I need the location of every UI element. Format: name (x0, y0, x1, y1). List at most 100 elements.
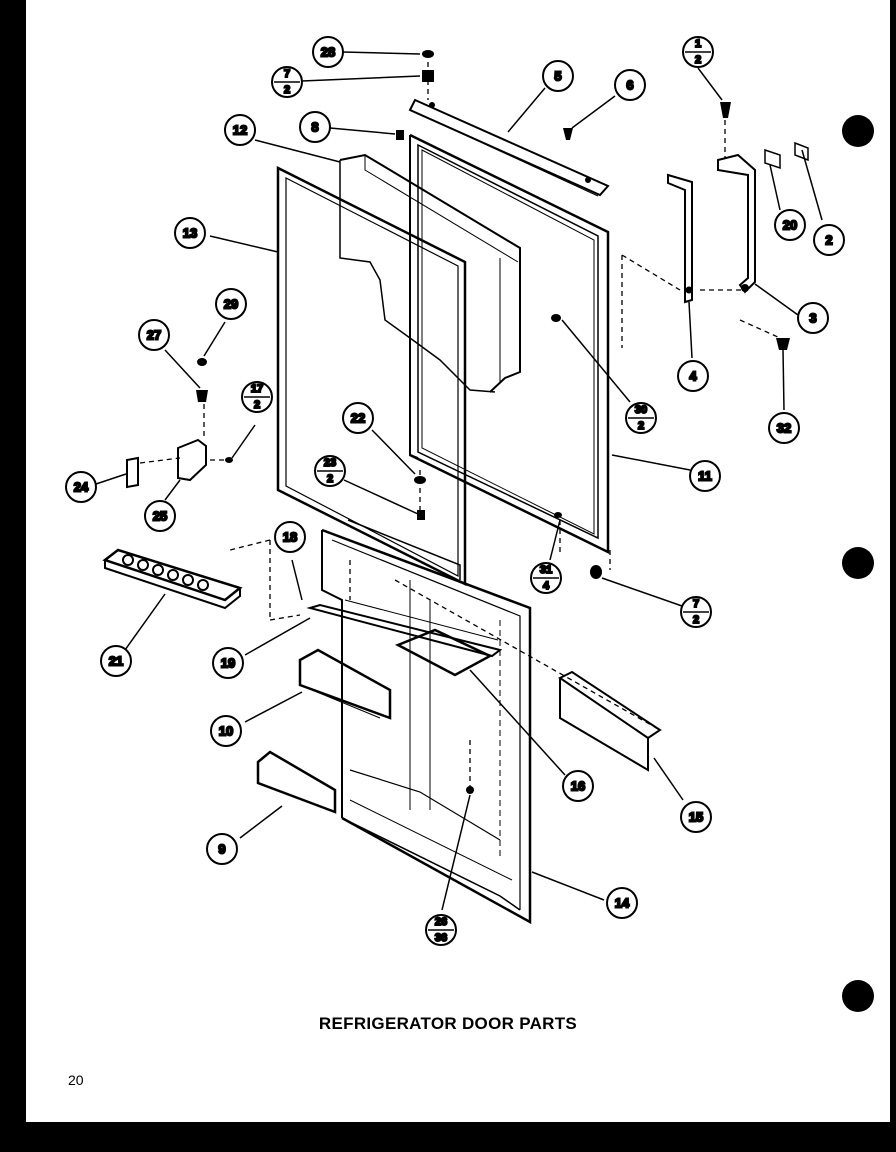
callout-label: 8 (311, 120, 318, 135)
callout-label: 5 (554, 69, 561, 84)
callout-6: 6 (614, 69, 646, 101)
callout-label: 9 (218, 842, 225, 857)
callout-label: 2 (638, 420, 644, 432)
diagram-caption: REFRIGERATOR DOOR PARTS (318, 1014, 578, 1033)
callout-label: 32 (777, 421, 791, 436)
callout-label: 25 (153, 509, 167, 524)
callout-label: 4 (689, 369, 697, 384)
callout-label: 18 (283, 530, 297, 545)
callout-26-36: 26 36 (425, 914, 457, 946)
callout-7-2-bottom: 7 2 (680, 596, 712, 628)
binder-hole (842, 115, 874, 147)
callout-23-2: 23 2 (314, 455, 346, 487)
callout-label: 4 (543, 580, 550, 592)
lower-door-liner (321, 519, 532, 925)
callout-label: 1 (695, 38, 701, 50)
door-bin-small (256, 750, 337, 814)
callout-label: 12 (233, 123, 247, 138)
callout-20: 20 (774, 209, 806, 241)
callout-label: 29 (224, 297, 238, 312)
callout-label: 23 (324, 457, 336, 469)
callout-label: 36 (435, 932, 447, 944)
shelf-insert (395, 628, 493, 677)
callout-label: 2 (825, 233, 832, 248)
callout-label: 22 (351, 411, 365, 426)
callout-label: 3 (809, 311, 816, 326)
callout-4: 4 (677, 360, 709, 392)
shim (794, 141, 809, 162)
binder-hole (842, 980, 874, 1012)
callout-2: 2 (813, 224, 845, 256)
callout-28: 28 (312, 36, 344, 68)
callout-label: 15 (689, 810, 703, 825)
callout-10: 10 (210, 715, 242, 747)
callout-label: 2 (693, 614, 699, 626)
assembly-guide-lines (139, 62, 781, 790)
callout-label: 10 (219, 724, 233, 739)
hinge-block (177, 438, 207, 482)
retainer-bar (306, 603, 503, 658)
hinge-bracket (667, 173, 693, 304)
egg-tray (102, 548, 243, 610)
callout-27: 27 (138, 319, 170, 351)
callout-21: 21 (100, 645, 132, 677)
callout-label: 27 (147, 328, 161, 343)
callout-label: 2 (254, 399, 260, 411)
callout-15: 15 (680, 801, 712, 833)
callout-3: 3 (797, 302, 829, 334)
callout-label: 11 (698, 469, 712, 484)
callout-label: 7 (284, 68, 290, 80)
callout-label: 26 (435, 916, 447, 928)
callout-31-4: 31 4 (530, 562, 562, 594)
callout-label: 28 (321, 45, 335, 60)
callout-label: 2 (284, 84, 290, 96)
callout-7-2-top: 7 2 (271, 66, 303, 98)
callout-22: 22 (342, 402, 374, 434)
callout-13: 13 (174, 217, 206, 249)
door-outer-panel (276, 165, 467, 587)
callout-label: 14 (615, 896, 630, 911)
callout-18: 18 (274, 521, 306, 553)
callout-label: 6 (626, 78, 633, 93)
callout-24: 24 (65, 471, 97, 503)
hinge-shim (126, 456, 139, 489)
callout-32: 32 (768, 412, 800, 444)
insulation-block (339, 153, 521, 393)
callout-5: 5 (542, 60, 574, 92)
callout-19: 19 (212, 647, 244, 679)
callout-label: 13 (183, 226, 197, 241)
callout-1-2: 1 2 (682, 36, 714, 68)
page-number: 20 (68, 1072, 84, 1088)
callout-11: 11 (689, 460, 721, 492)
callout-label: 30 (635, 404, 647, 416)
trim-channel (558, 670, 662, 772)
door-bin (298, 648, 392, 720)
shim (764, 148, 781, 170)
callout-30-2: 30 2 (625, 402, 657, 434)
callout-label: 17 (251, 383, 263, 395)
fasteners (196, 50, 790, 794)
callout-label: 31 (540, 564, 552, 576)
callout-25: 25 (144, 500, 176, 532)
callout-16: 16 (562, 770, 594, 802)
binder-hole (842, 547, 874, 579)
callout-label: 2 (695, 54, 701, 66)
leader-lines (95, 51, 823, 911)
callout-label: 20 (783, 218, 797, 233)
callout-14: 14 (606, 887, 638, 919)
callout-9: 9 (206, 833, 238, 865)
callout-8: 8 (299, 111, 331, 143)
callout-29: 29 (215, 288, 247, 320)
callout-17-2: 17 2 (241, 381, 273, 413)
hinge-plate (717, 153, 756, 294)
callout-label: 24 (74, 480, 89, 495)
callout-label: 19 (221, 656, 235, 671)
door-inner-liner (409, 133, 610, 555)
callout-label: 16 (571, 779, 585, 794)
callout-label: 2 (327, 473, 333, 485)
top-trim-strip (408, 98, 610, 197)
callout-label: 7 (693, 598, 699, 610)
callout-label: 21 (109, 654, 123, 669)
callout-12: 12 (224, 114, 256, 146)
